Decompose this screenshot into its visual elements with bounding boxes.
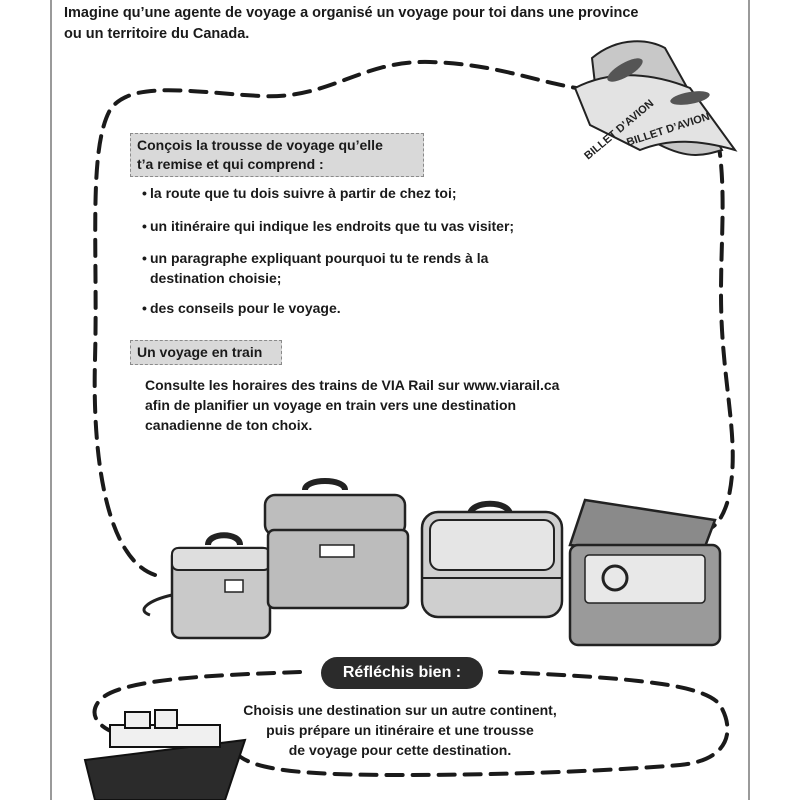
suitcase-small-icon <box>142 532 272 640</box>
hard-case-icon <box>420 500 564 619</box>
dashed-route-path-right <box>688 138 735 532</box>
think-line-2: puis prépare un itinéraire et une trouss… <box>266 722 534 738</box>
kit-heading-line-1: Conçois la trousse de voyage qu’elle <box>137 137 383 153</box>
list-item-text-continued: destination choisie; <box>150 270 282 286</box>
think-text: Choisis une destination sur un autre con… <box>200 700 600 760</box>
train-heading: Un voyage en train <box>130 340 282 365</box>
intro-line-2: ou un territoire du Canada. <box>64 26 250 42</box>
plane-tickets-icon: BILLET D’AVION BILLET D’AVION <box>573 40 738 162</box>
train-text: Consulte les horaires des trains de VIA … <box>145 375 615 435</box>
train-line-1: Consulte les horaires des trains de VIA … <box>145 377 560 393</box>
list-item: •un paragraphe expliquant pourquoi tu te… <box>142 248 582 288</box>
think-line-1: Choisis une destination sur un autre con… <box>243 702 557 718</box>
intro-text: Imagine qu’une agente de voyage a organi… <box>64 3 704 45</box>
list-item: •un itinéraire qui indique les endroits … <box>142 216 582 236</box>
open-case-icon <box>568 498 722 647</box>
think-line-3: de voyage pour cette destination. <box>288 742 512 758</box>
intro-line-1: Imagine qu’une agente de voyage a organi… <box>64 5 639 21</box>
bullet-dot: • <box>142 300 147 316</box>
list-item-text: un itinéraire qui indique les endroits q… <box>150 218 515 234</box>
list-item-text: la route que tu dois suivre à partir de … <box>150 185 457 201</box>
think-badge: Réfléchis bien : <box>321 657 483 689</box>
list-item-text: des conseils pour le voyage. <box>150 300 341 316</box>
list-item-text: un paragraphe expliquant pourquoi tu te … <box>150 250 489 266</box>
page-frame <box>50 0 750 800</box>
list-item: •des conseils pour le voyage. <box>142 298 582 318</box>
kit-heading-line-2: t’a remise et qui comprend : <box>137 156 324 172</box>
bullet-dot: • <box>142 250 147 266</box>
list-item: •la route que tu dois suivre à partir de… <box>142 183 582 203</box>
train-line-2: afin de planifier un voyage en train ver… <box>145 397 517 413</box>
cruise-ship-icon <box>83 709 247 800</box>
dashed-route-path <box>92 59 592 577</box>
bullet-dot: • <box>142 185 147 201</box>
trunk-open-icon <box>263 478 410 610</box>
bullet-dot: • <box>142 218 147 234</box>
kit-heading: Conçois la trousse de voyage qu’elle t’a… <box>130 133 424 177</box>
train-line-3: canadienne de ton choix. <box>145 417 313 433</box>
